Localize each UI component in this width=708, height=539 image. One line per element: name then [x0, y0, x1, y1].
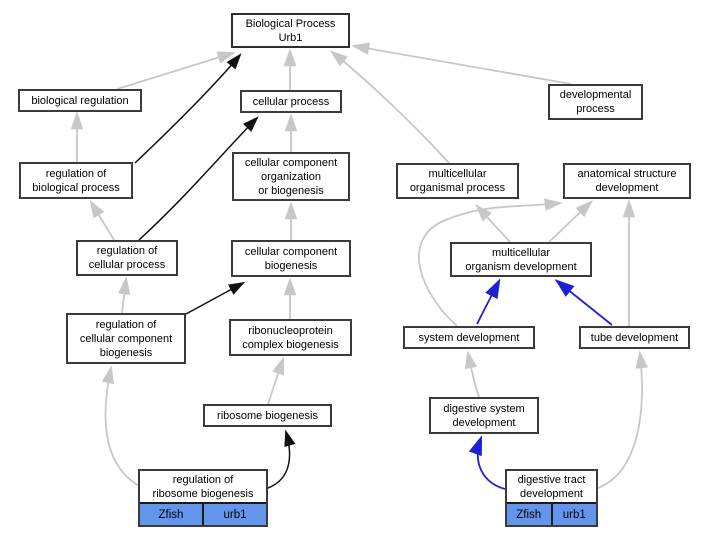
term-label: multicellular organismal process	[409, 168, 506, 194]
edge-reg-cellular-process-to-reg-biological-process	[89, 199, 115, 241]
gene-box-zfish[interactable]: Zfish	[516, 508, 542, 521]
term-node-system-development[interactable]: system development	[403, 326, 535, 349]
edge-digestive-tract-dev-to-digestive-system-dev	[468, 435, 506, 490]
edge-digestive-tract-dev-to-tube-development	[597, 350, 648, 489]
term-node-tube-development[interactable]: tube development	[579, 326, 690, 349]
edge-reg-cc-biogenesis-to-reg-cellular-process	[117, 276, 131, 314]
edge-tube-development-to-mult-organism-dev	[554, 279, 613, 326]
term-node-cc-org-biogenesis[interactable]: cellular component organization or bioge…	[232, 152, 350, 201]
term-label: cellular component biogenesis	[244, 245, 338, 272]
gene-box-urb1[interactable]: urb1	[202, 504, 266, 525]
edge-system-development-to-anatomical-structure-dev	[418, 198, 563, 327]
gene-box-urb1[interactable]: urb1	[550, 504, 597, 525]
term-node-reg-cellular-process[interactable]: regulation of cellular process	[76, 240, 178, 276]
term-label: digestive tract development	[517, 473, 586, 500]
term-label: ribosome biogenesis	[217, 409, 318, 422]
gene-box-zfish[interactable]: Zfish	[158, 508, 184, 521]
term-node-developmental-process[interactable]: developmental process	[548, 84, 643, 120]
term-node-cellular-process[interactable]: cellular process	[240, 90, 342, 113]
edge-reg-ribosome-biogenesis-to-reg-cc-biogenesis	[101, 365, 142, 488]
term-node-rnp-complex-biogenesis[interactable]: ribonucleoprotein complex biogenesis	[229, 319, 352, 356]
term-label: digestive system development	[443, 402, 525, 429]
term-label: regulation of cellular component biogene…	[79, 318, 173, 359]
edge-biological-regulation-to-bp	[116, 51, 236, 90]
term-node-bp[interactable]: Biological Process Urb1	[231, 13, 350, 48]
term-label: ribonucleoprotein complex biogenesis	[242, 324, 339, 351]
term-label: developmental process	[559, 89, 632, 115]
edge-reg-cc-biogenesis-to-cellular-component-biogenesis	[185, 281, 246, 315]
term-label: Biological Process Urb1	[245, 17, 336, 44]
gene-row: Zfish urb1	[140, 502, 266, 525]
term-label: regulation of ribosome biogenesis	[152, 473, 254, 500]
term-node-mult-organism-dev[interactable]: multicellular organism development	[450, 242, 592, 277]
term-label: multicellular organism development	[465, 246, 577, 273]
term-label: regulation of cellular process	[88, 245, 166, 271]
edge-reg-ribosome-biogenesis-to-ribosome-biogenesis	[267, 429, 296, 489]
gene-row: Zfish urb1	[507, 502, 596, 525]
edge-mult-organismal-process-to-bp	[329, 50, 451, 165]
term-node-anatomical-structure-dev[interactable]: anatomical structure development	[563, 163, 691, 199]
term-node-mult-organismal-process[interactable]: multicellular organismal process	[396, 163, 519, 199]
edge-reg-cellular-process-to-cellular-process	[138, 116, 259, 241]
edge-ribosome-biogenesis-to-rnp-complex-biogenesis	[267, 356, 285, 405]
edge-system-development-to-mult-organism-dev	[476, 278, 501, 325]
edge-developmental-process-to-bp	[351, 42, 572, 85]
term-label: tube development	[590, 331, 679, 344]
term-label: cellular process	[252, 95, 330, 108]
edge-digestive-system-dev-to-system-development	[464, 350, 480, 398]
term-node-digestive-system-dev[interactable]: digestive system development	[429, 397, 539, 434]
term-label: biological regulation	[31, 94, 129, 107]
term-label: anatomical structure development	[577, 168, 677, 194]
term-label: system development	[418, 331, 520, 344]
term-node-reg-cc-biogenesis[interactable]: regulation of cellular component biogene…	[66, 313, 186, 364]
term-label: cellular component organization or bioge…	[244, 156, 338, 197]
edge-reg-biological-process-to-bp	[134, 53, 242, 164]
edge-mult-organism-dev-to-anatomical-structure-dev	[548, 200, 593, 243]
term-node-biological-regulation[interactable]: biological regulation	[18, 89, 142, 112]
term-node-cellular-component-biogenesis[interactable]: cellular component biogenesis	[231, 240, 351, 277]
term-label: regulation of biological process	[32, 167, 120, 194]
term-node-reg-biological-process[interactable]: regulation of biological process	[19, 162, 133, 199]
term-node-ribosome-biogenesis[interactable]: ribosome biogenesis	[203, 404, 332, 427]
edge-mult-organism-dev-to-mult-organismal-process	[475, 204, 511, 243]
